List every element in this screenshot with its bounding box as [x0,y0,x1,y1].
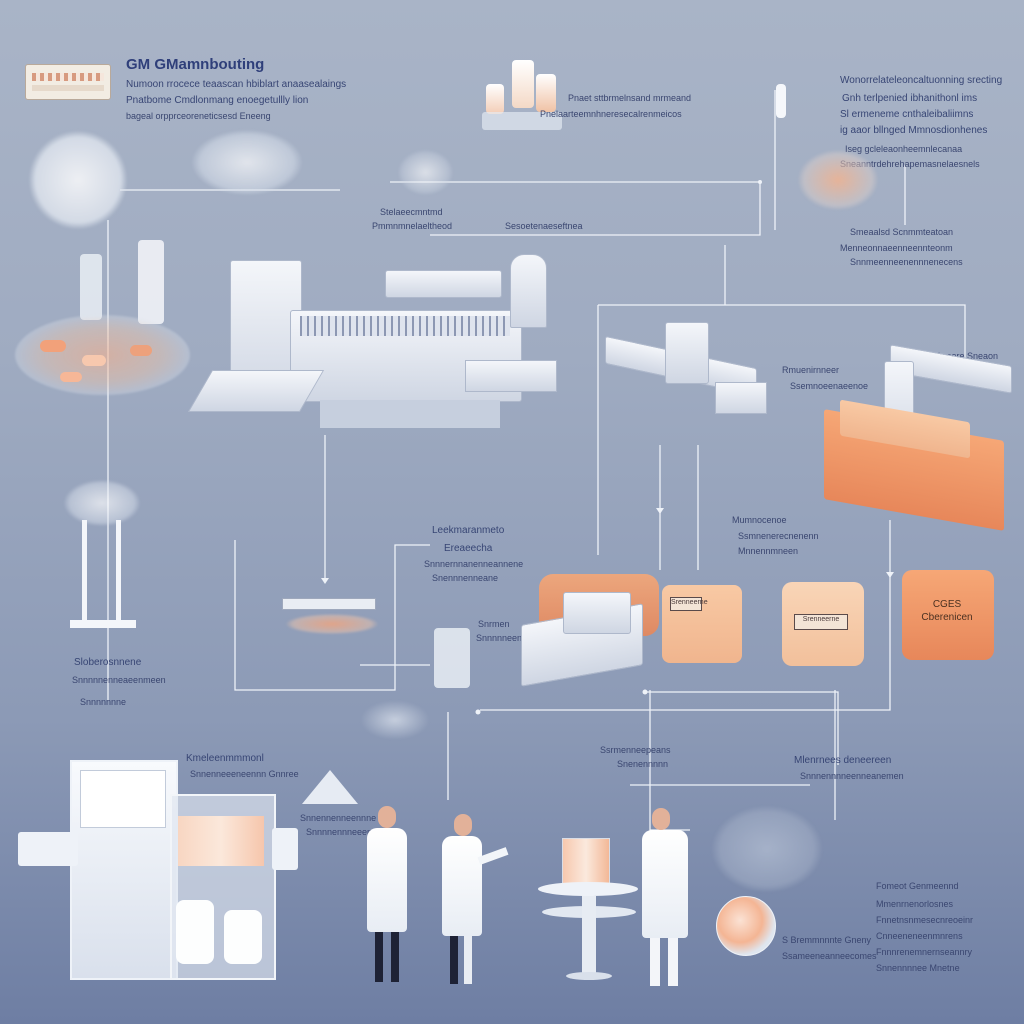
lower-right-label: Mlenrnees deneereen [794,755,892,766]
center-label-2: Ereaeecha [444,543,493,554]
globe-icon [712,806,822,892]
pyramid-icon [302,770,358,804]
top-right-line-1: Wonorrelateleoncaltuonning srecting [840,75,1003,86]
tank-3: CGES Cberenicen [902,570,994,660]
glass-dome-icon [192,130,302,195]
storage-cabinet [18,760,298,980]
center-label-1: Leekmaranmeto [432,525,505,536]
bottom-right-line-8: Snnennnnee Mnetne [876,963,960,973]
scientist-center [440,814,509,988]
lower-mid-sub-2: Snnnnennneeen [306,827,373,837]
header-device-icon [25,64,111,100]
bottom-right-line-2: Mmenrnenorlosnes [876,899,954,909]
bottom-right-line-1: Fomeot Genmeennd [876,881,959,891]
top-right-line-4: ig aaor bllnged Mmnosdionhenes [840,125,988,136]
mixing-station [515,570,665,687]
tank-1: Srenneerne [662,585,742,663]
pill-3 [130,345,152,356]
lower-mid-sub-1: Snnennenneennne [300,813,377,823]
conveyor-machine [605,322,775,437]
scientist-left [365,806,409,986]
bottom-right-line-3: Fnnetnsnmesecnreoeinr [876,915,974,925]
tank-2: Srenneerne [782,582,864,666]
right-label-1-sub2: Snnmeenneenennnenecens [850,257,963,267]
right-label-2: Rmuenirnneer [782,365,840,375]
glass-beakers-icon [428,598,476,694]
lab-table-with-sample [538,838,642,984]
production-line-machine [187,240,560,450]
drop-icon [360,700,430,740]
top-right-line-5: Iseg gcleleaonheemnlecanaa [845,144,963,154]
mid-label-a: Stelaeecmntmd [380,207,443,217]
header-line-2: Pnatbome Cmdlonmang enoegetullly lion [126,95,309,106]
center-label-sub-1: Snnnernnanenneannene [424,559,524,569]
top-right-line-6: Sneanntrdehrehapemasnelaesnels [840,159,980,169]
lower-center-sub: Snenennnnn [617,759,669,769]
right-label-2-sub: Ssemnoeenaeenoe [790,381,869,391]
pill-2 [82,355,106,366]
orange-packaging-machine [820,344,1012,540]
header-line-3: bageal orpprceoreneticsesd Eneeng [126,111,271,121]
lower-left-label: Kmeleenmmmonl [186,753,264,764]
center-label-sub-4: Snnnnneen [476,633,523,643]
glass-tubes-icon [70,240,180,330]
right-label-1: Smeaalsd Scnmmteatoan [850,227,954,237]
top-center-line-1: Pnaet sttbrmelnsand mrmeand [568,93,692,103]
test-tube-icon [776,84,786,118]
left-label-1: Sloberosnnene [74,657,142,668]
pill-1 [40,340,66,352]
bottom-right-line-6: Ssameeneanneecomes [782,951,877,961]
tank-1-label: Srenneerne [670,597,708,611]
lower-center-label: Ssrmenneepeans [600,745,671,755]
right-label-1-sub: Menneonnaeenneennteonm [840,243,953,253]
lower-right-sub: Snnnennnneenneanemen [800,771,904,781]
pill-tray-icon [282,598,380,638]
top-right-line-2: Gnh terlpenied ibhanithonl ims [842,93,978,104]
left-label-1-sub: Snnnnnenneaeenmeen [72,675,166,685]
mid-label-b: Pmmnmnelaeltheod [372,221,453,231]
bottom-right-line-7: Fnnnrenemnernseannry [876,947,973,957]
bottom-right-line-5: S Bremmnnnte Gneny [782,935,872,945]
lower-left-sub: Snnenneeeneennn Gnnree [190,769,299,779]
center-label-sub-3: Snrmen [478,619,510,629]
glass-containers-cluster [28,130,128,230]
mid-label-c: Sesoetenaeseftnea [505,221,583,231]
header-line-1: Numoon rrocece teaascan hbiblart anaasea… [126,79,347,90]
tank-2-label: Srenneerne [794,614,848,630]
page-title: GM GMamnbouting [126,56,265,73]
right-label-4-sub2: Mnnennmneen [738,546,799,556]
center-label-sub-2: Snennnenneane [432,573,499,583]
orange-sample-blur [798,150,878,210]
bottom-right-line-4: Cnneeneneenmnrens [876,931,963,941]
tank-3-label: CGES Cberenicen [921,599,973,623]
scientist-right [640,808,694,990]
pill-4 [60,372,82,382]
sample-vials-icon [482,60,562,132]
top-right-line-3: Sl ermeneme cnthaleibaliimns [840,109,974,120]
jar-icon [398,150,453,195]
left-label-1-sub2: Snnnnnnne [80,697,127,707]
top-center-line-2: Pnelaarteemnhneresecalrenmeicos [540,109,682,119]
capsule-globe-icon [716,896,776,956]
right-label-4: Mumnocenoe [732,515,787,525]
right-label-4-sub: Ssmnenerecnenenn [738,531,819,541]
processing-tower [60,480,145,650]
